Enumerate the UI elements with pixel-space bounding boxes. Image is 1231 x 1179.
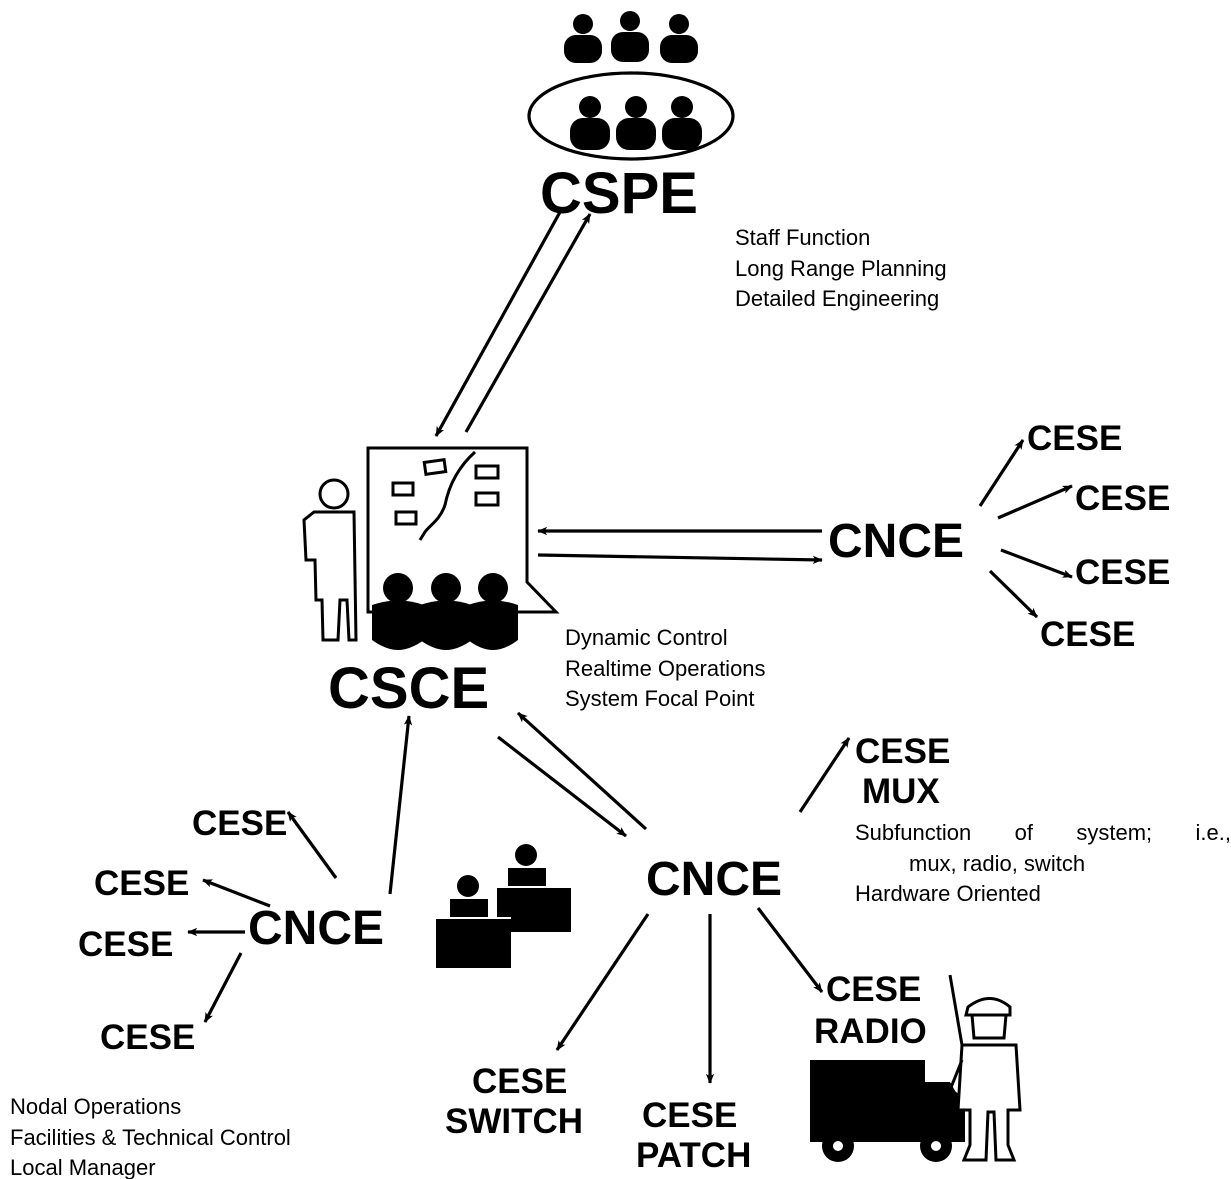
- csce-note-line: Realtime Operations: [565, 655, 766, 681]
- cspe-note-line: Staff Function: [735, 225, 871, 250]
- arrow-cnce-bottom-radio: [756, 907, 824, 993]
- arrow-csce-to-cnce-right: [537, 553, 823, 565]
- arrow-csce-to-cspe: [464, 213, 592, 433]
- cnce-left-note-line: Nodal Operations: [10, 1094, 182, 1119]
- truck-icon: [810, 1060, 965, 1162]
- csce-note-line: Dynamic Control: [565, 625, 728, 650]
- radio-label: RADIO: [814, 1012, 927, 1051]
- arrow-cnce-left-cese-4: [203, 952, 243, 1023]
- hardhat-worker-icon: [948, 974, 1022, 1162]
- cspe-note-line: Long Range Planning: [735, 255, 947, 281]
- cspe-notes: Staff Function Long Range Planning Detai…: [735, 223, 947, 315]
- arrow-cnce-bottom-to-csce: [516, 711, 648, 831]
- arrow-cnce-right-cese-3: [1000, 548, 1073, 579]
- cnce-left-label: CNCE: [248, 902, 385, 955]
- mux-notes: Subfunction of system; i.e., mux, radio,…: [855, 818, 1231, 910]
- mux-note-line: Hardware Oriented: [855, 881, 1041, 906]
- console-operators-icon: [436, 844, 571, 968]
- seated-operators-icon: [372, 573, 518, 650]
- cnce-right-label: CNCE: [828, 515, 965, 568]
- cnce-bottom-label: CNCE: [646, 853, 783, 906]
- arrow-cnce-right-cese-2: [997, 484, 1073, 520]
- cese-radio-label: CESE: [826, 970, 922, 1009]
- arrow-cnce-right-cese-1: [978, 439, 1025, 507]
- arrow-cnce-bottom-switch: [555, 913, 650, 1051]
- arrow-cnce-left-cese-2: [202, 878, 271, 908]
- arrow-cnce-left-to-csce: [388, 715, 413, 895]
- mux-note-line: mux, radio, switch: [909, 850, 1086, 876]
- cspe-note-line: Detailed Engineering: [735, 286, 940, 311]
- switch-label: SWITCH: [445, 1102, 584, 1141]
- cese-mux-label: CESE: [855, 732, 951, 771]
- patch-label: PATCH: [636, 1136, 752, 1175]
- cese-left-2-label: CESE: [94, 864, 190, 903]
- people-group-icon: [527, 11, 735, 161]
- csce-label: CSCE: [328, 656, 490, 721]
- arrows: [187, 211, 1073, 1084]
- mux-label: MUX: [862, 772, 940, 811]
- cese-right-1-label: CESE: [1027, 419, 1123, 458]
- arrow-csce-to-cnce-bottom: [497, 735, 627, 838]
- display-board-icon: [366, 446, 560, 614]
- cnce-left-note-line: Facilities & Technical Control: [10, 1124, 291, 1150]
- cnce-left-note-line: Local Manager: [10, 1155, 156, 1179]
- cese-patch-label: CESE: [642, 1096, 738, 1135]
- mux-note-line: Subfunction of system; i.e.,: [855, 820, 1231, 845]
- cese-right-2-label: CESE: [1075, 479, 1171, 518]
- arrow-cnce-bottom-mux: [798, 737, 851, 813]
- cese-left-1-label: CESE: [192, 804, 288, 843]
- cese-right-4-label: CESE: [1040, 615, 1136, 654]
- cspe-label: CSPE: [540, 161, 698, 226]
- csce-note-line: System Focal Point: [565, 686, 755, 711]
- cese-left-4-label: CESE: [100, 1018, 196, 1057]
- arrow-cnce-left-cese-1: [286, 811, 338, 879]
- operator-icon: [302, 478, 358, 642]
- cese-left-3-label: CESE: [78, 925, 174, 964]
- csce-notes: Dynamic Control Realtime Operations Syst…: [565, 623, 766, 715]
- arrow-cnce-right-cese-4: [988, 569, 1039, 619]
- cese-right-3-label: CESE: [1075, 553, 1171, 592]
- arrow-cspe-to-csce: [434, 211, 562, 437]
- cese-switch-label: CESE: [472, 1062, 568, 1101]
- cnce-left-notes: Nodal Operations Facilities & Technical …: [10, 1092, 291, 1179]
